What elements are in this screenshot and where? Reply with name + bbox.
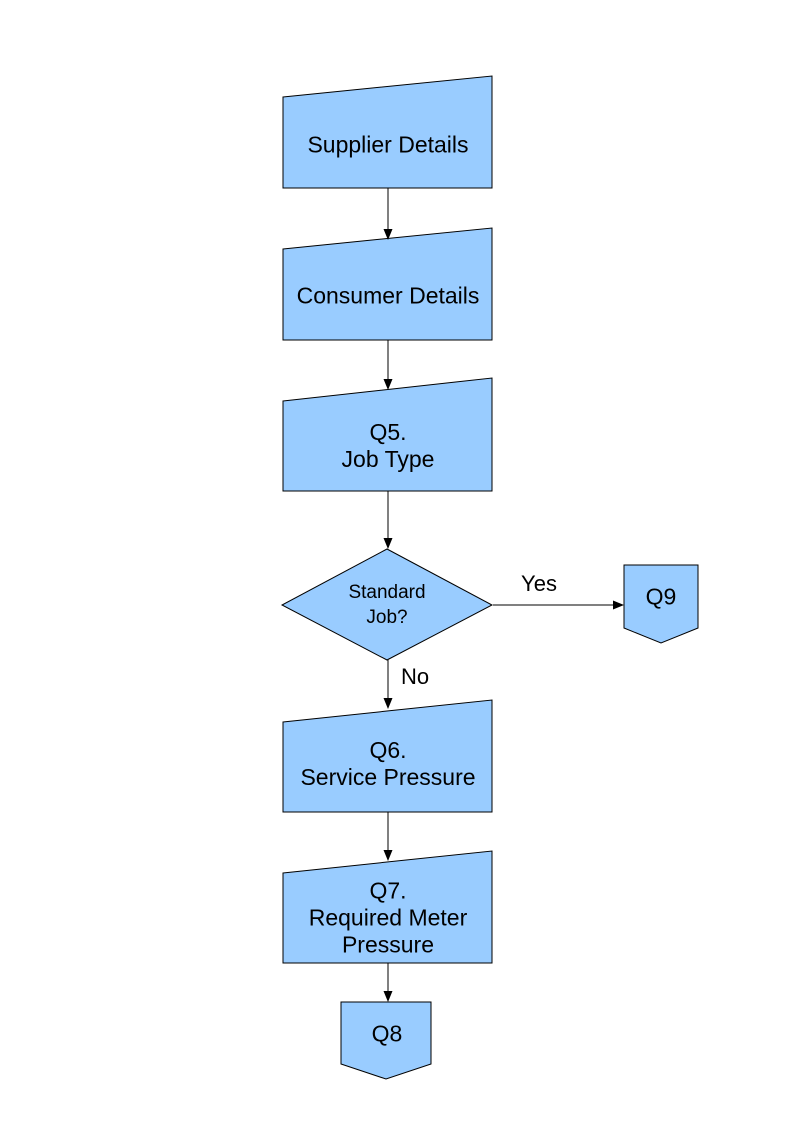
node-consumer-details-shape <box>282 227 493 341</box>
node-q9-shape <box>623 564 699 644</box>
node-q8-shape <box>340 1001 432 1080</box>
arrowhead-standard-job-to-q6 <box>383 698 393 709</box>
node-consumer-details-label: Consumer Details <box>296 282 480 309</box>
node-q9-label: Q9 <box>645 583 677 610</box>
node-q6-service-pressure-label: Q6. Service Pressure <box>300 737 476 790</box>
node-q8-label: Q8 <box>371 1020 403 1047</box>
node-supplier-details-shape <box>282 75 493 189</box>
edge-label-no: No <box>400 664 430 689</box>
arrowhead-q7-to-q8 <box>383 991 393 1002</box>
edge-label-yes: Yes <box>521 571 557 596</box>
node-q5-job-type-shape <box>282 377 493 492</box>
arrowhead-consumer-to-q5 <box>383 379 393 390</box>
node-q6-service-pressure-shape <box>282 699 493 813</box>
arrowhead-standard-job-to-q9 <box>613 600 624 610</box>
node-supplier-details-label: Supplier Details <box>307 131 469 158</box>
node-standard-job-shape <box>280 548 494 661</box>
node-q7-required-meter-pressure-label: Q7. Required Meter Pressure <box>308 877 468 958</box>
node-q7-required-meter-pressure-shape <box>282 850 493 964</box>
arrowhead-q5-to-standard-job <box>383 538 393 549</box>
arrowhead-q6-to-q7 <box>383 850 393 861</box>
arrowhead-supplier-to-consumer <box>383 229 393 240</box>
node-q5-job-type-label: Q5. Job Type <box>341 419 435 472</box>
node-standard-job-label: Standard Job? <box>348 582 426 628</box>
